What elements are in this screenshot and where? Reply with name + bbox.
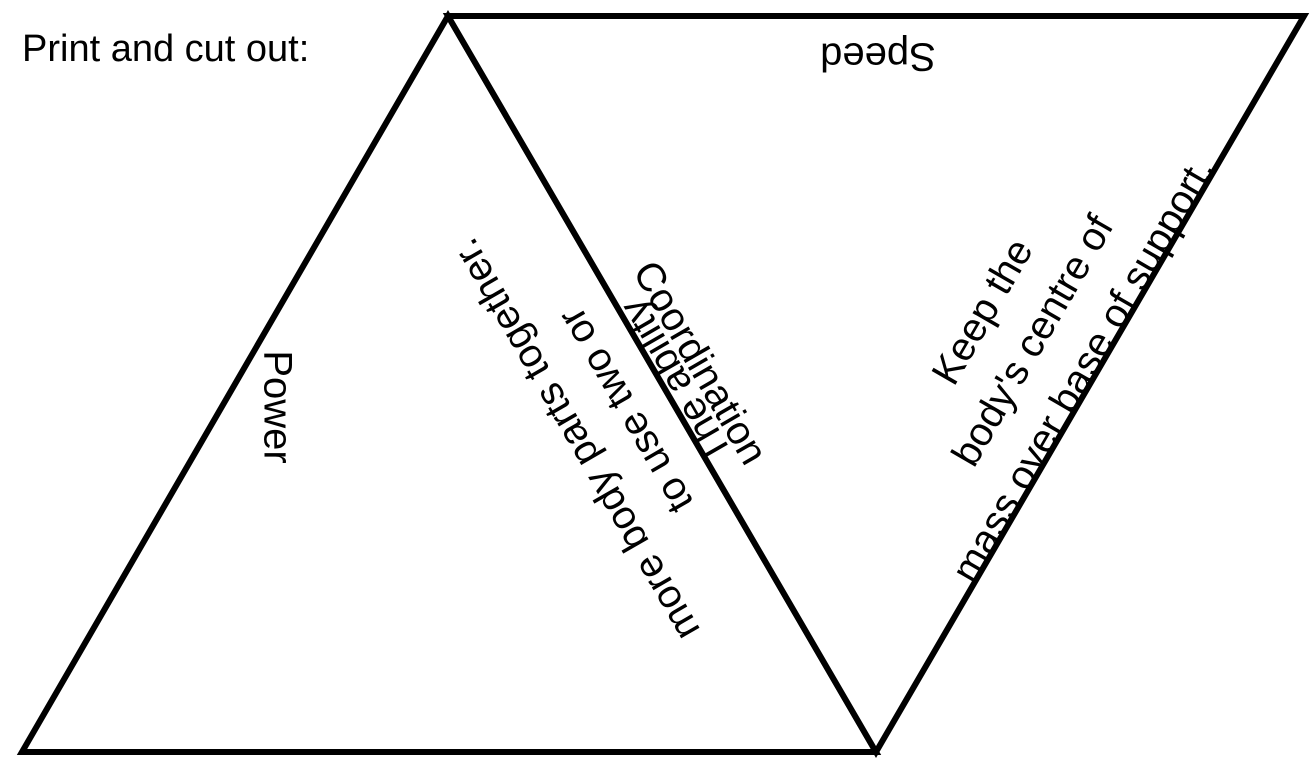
power-label: Power [255, 350, 299, 463]
instruction-text: Print and cut out: [22, 28, 310, 70]
speed-label: Speed [820, 34, 936, 78]
right-triangle [442, 13, 1310, 758]
